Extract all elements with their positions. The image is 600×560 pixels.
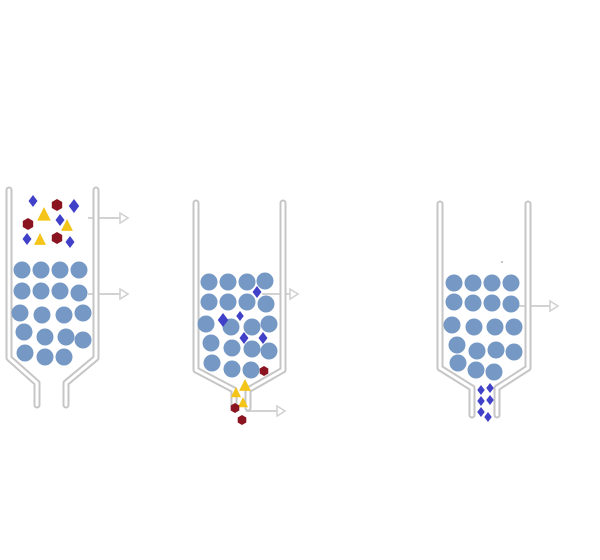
bead-col1-18 [36,348,54,366]
bead-col3-10 [465,318,483,336]
diamond-col1-2 [68,199,80,213]
bead-col1-13 [15,323,33,341]
hexagon-col2-3 [237,415,247,425]
bead-col2-19 [242,361,260,379]
bead-col2-17 [203,354,221,372]
diamond-col2-5 [258,332,268,344]
bead-col3-16 [505,343,523,361]
bead-col2-7 [238,293,256,311]
bead-col2-4 [256,272,274,290]
arrow-3-head [289,287,300,301]
bead-col1-3 [51,261,69,279]
arrow-5-head [549,299,560,313]
bead-col3-12 [505,318,523,336]
triangle-col2-2 [230,387,242,398]
bead-col3-19 [485,363,503,381]
diamond-col3-3 [477,396,485,406]
bead-col2-12 [260,315,278,333]
bead-col2-15 [243,340,261,358]
arrow-4-head [276,404,287,418]
bead-col1-17 [16,344,34,362]
hexagon-col2-2 [230,403,240,413]
triangle-col2-3 [237,397,249,408]
bead-col2-1 [200,273,218,291]
bead-col1-19 [55,348,73,366]
diamond-col1-1 [28,195,38,207]
bead-col2-3 [238,273,256,291]
bead-col3-3 [483,274,501,292]
bead-col2-14 [223,339,241,357]
triangle-col2-1 [239,379,251,391]
column-3-wall-inner [438,202,530,417]
bead-col3-5 [445,293,463,311]
bead-col2-11 [243,318,261,336]
bead-col1-11 [55,306,73,324]
bead-col3-8 [502,295,520,313]
bead-col1-8 [70,284,88,302]
diamond-col2-2 [217,313,229,327]
bead-col1-10 [33,306,51,324]
diamond-col3-5 [477,407,485,417]
bead-col3-15 [487,341,505,359]
diamond-col3-4 [486,395,494,405]
diamond-col1-5 [65,236,75,248]
columns-layer [5,186,532,419]
bead-col3-9 [443,316,461,334]
diamond-col1-3 [55,214,65,226]
bead-col3-17 [449,354,467,372]
diamond-col3-2 [486,383,494,393]
bead-col1-12 [74,304,92,322]
bead-col1-5 [13,282,31,300]
hexagon-col1-3 [51,232,63,244]
bead-col1-15 [57,328,75,346]
diamond-col1-4 [22,233,32,245]
bead-col1-6 [32,282,50,300]
hexagon-col2-1 [259,366,269,376]
bead-col1-7 [51,282,69,300]
bead-col2-9 [197,315,215,333]
particles-layer [22,195,503,425]
arrow-2-head [119,287,130,301]
triangle-col1-1 [37,207,51,221]
triangle-col1-2 [61,219,73,231]
bead-col3-4 [502,274,520,292]
bead-col2-18 [223,360,241,378]
bead-col2-10 [222,318,240,336]
bead-col2-13 [202,334,220,352]
bead-col1-1 [13,261,31,279]
speck-dot [501,261,503,263]
bead-col3-18 [467,361,485,379]
column-1-wall-inner [7,188,98,407]
arrows-layer [88,211,560,418]
bead-col3-13 [448,336,466,354]
triangle-col1-3 [34,233,46,245]
bead-col2-6 [219,293,237,311]
diamond-col2-4 [239,332,249,344]
beads-layer [11,261,523,381]
bead-col2-5 [200,293,218,311]
bead-col3-11 [486,318,504,336]
bead-col2-16 [260,342,278,360]
bead-col1-16 [74,331,92,349]
diamond-col2-3 [236,311,244,321]
hexagon-col1-2 [22,218,34,230]
bead-col1-4 [70,261,88,279]
column-2-wall-inner [194,201,285,410]
bead-col1-9 [11,304,29,322]
diamond-col3-6 [484,412,492,422]
bead-col2-8 [257,295,275,313]
hexagon-col1-1 [51,199,63,211]
bead-col2-2 [219,273,237,291]
bead-col3-2 [464,274,482,292]
bead-col1-2 [32,261,50,279]
bead-col3-14 [468,342,486,360]
arrow-1-head [119,211,130,225]
bead-col3-1 [445,274,463,292]
diamond-col2-1 [252,286,262,298]
bead-col3-6 [464,294,482,312]
diamond-col3-1 [477,385,485,395]
bead-col1-14 [36,328,54,346]
bead-col3-7 [483,294,501,312]
